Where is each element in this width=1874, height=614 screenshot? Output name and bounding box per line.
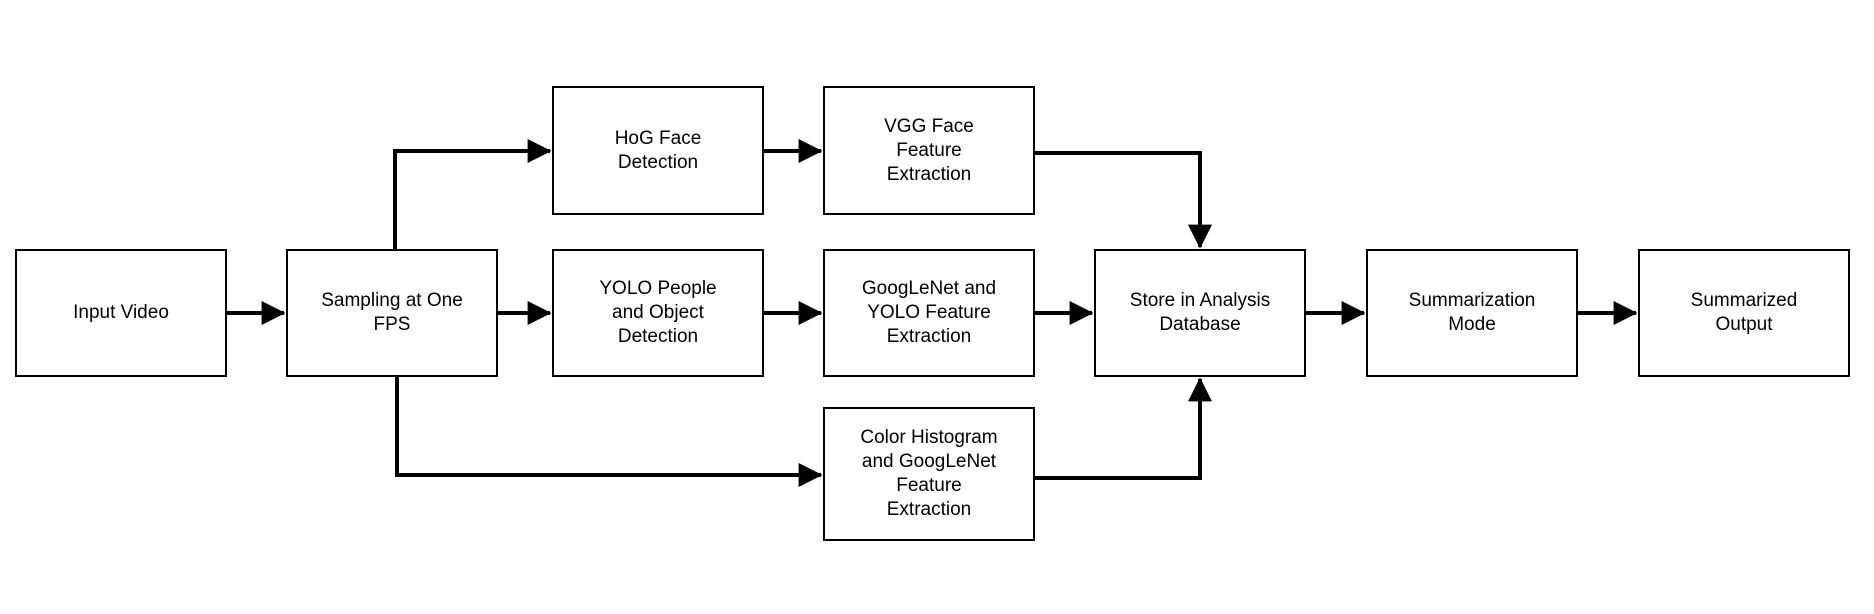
node-hog-face-detection: HoG Face Detection [552, 86, 764, 215]
edge-vgg-face-to-store [1035, 151, 1212, 249]
edge-color-histogram-to-store [1035, 377, 1212, 480]
node-label: Summarized Output [1690, 290, 1798, 335]
node-label: Sampling at One FPS [321, 290, 463, 335]
node-summarized-output: Summarized Output [1638, 249, 1850, 377]
node-googlenet-yolo-feature-extraction: GoogLeNet and YOLO Feature Extraction [823, 249, 1035, 377]
node-label: Input Video [73, 302, 169, 323]
node-label: Summarization Mode [1408, 290, 1536, 335]
node-label: YOLO People and Object Detection [599, 278, 717, 347]
node-sampling-at-one-fps: Sampling at One FPS [286, 249, 498, 377]
node-label: GoogLeNet and YOLO Feature Extraction [861, 278, 997, 347]
node-color-histogram-googlenet-extraction: Color Histogram and GoogLeNet Feature Ex… [823, 407, 1035, 541]
node-vgg-face-feature-extraction: VGG Face Feature Extraction [823, 86, 1035, 215]
node-label: Color Histogram and GoogLeNet Feature Ex… [860, 427, 998, 520]
node-label: VGG Face Feature Extraction [884, 115, 974, 185]
node-store-in-analysis-database: Store in Analysis Database [1094, 249, 1306, 377]
node-input-video: Input Video [15, 249, 227, 377]
node-summarization-mode: Summarization Mode [1366, 249, 1578, 377]
edge-sampling-to-color-histogram [395, 377, 823, 487]
node-yolo-people-object-detection: YOLO People and Object Detection [552, 249, 764, 377]
node-label: Store in Analysis Database [1129, 290, 1271, 335]
edge-sampling-to-hog-face [393, 139, 552, 249]
node-label: HoG Face Detection [614, 127, 702, 173]
